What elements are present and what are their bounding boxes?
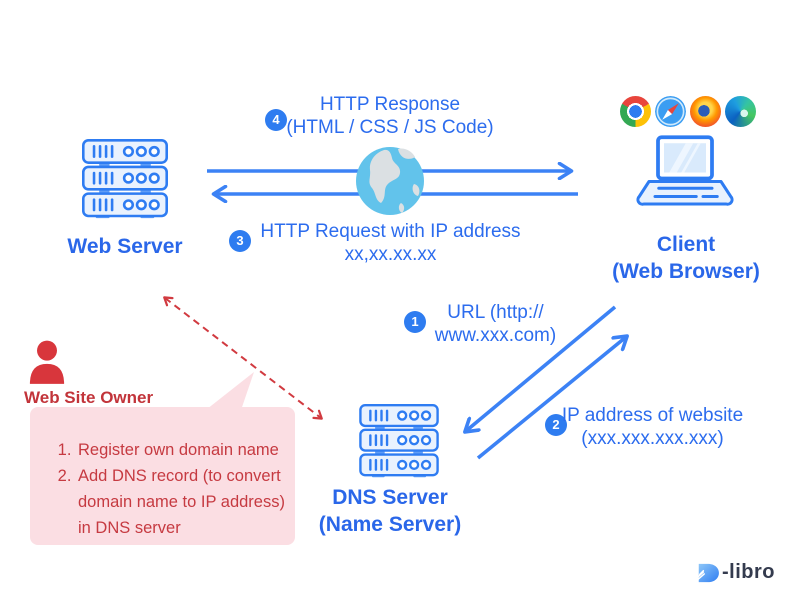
- flow-label-http-request: HTTP Request with IP address xx,xx.xx.xx: [258, 220, 523, 266]
- client-label-line2: (Web Browser): [612, 260, 760, 283]
- ip-address-arrow: [476, 337, 626, 460]
- owner-dns-dashed-arrow: [163, 296, 323, 420]
- server-stack-icon: [82, 139, 168, 219]
- firefox-icon: [690, 96, 721, 127]
- client-label-line1: Client: [656, 233, 716, 256]
- web-server-node: [82, 139, 168, 219]
- flow-label-url-line2: www.xxx.com): [434, 325, 557, 346]
- person-icon: [29, 340, 65, 384]
- flow-label-ip-address-line1: IP address of website: [561, 405, 744, 426]
- flow-label-ip-address: IP address of website (xxx.xxx.xxx.xxx): [560, 404, 745, 450]
- flow-badge-4: 4: [265, 109, 287, 131]
- flow-label-ip-address-line2: (xxx.xxx.xxx.xxx): [581, 428, 724, 449]
- flow-label-http-request-line2: xx,xx.xx.xx: [344, 244, 437, 265]
- flow-label-http-response-line1: HTTP Response: [319, 94, 461, 115]
- flow-label-http-response: HTTP Response (HTML / CSS / JS Code): [280, 93, 500, 139]
- dns-server-label: DNS Server (Name Server): [300, 484, 480, 538]
- globe-icon: [356, 147, 424, 215]
- owner-note-item: Register own domain name: [76, 437, 287, 463]
- client-node: [636, 135, 734, 207]
- site-owner-label: Web Site Owner: [24, 388, 154, 407]
- edge-icon: [725, 96, 756, 127]
- flow-label-url: URL (http:// www.xxx.com): [428, 301, 563, 347]
- browser-icons-row: [620, 96, 756, 127]
- d-libro-logo-text: -libro: [722, 561, 775, 583]
- owner-note-bubble: Register own domain name Add DNS record …: [30, 407, 295, 545]
- safari-icon: [655, 96, 686, 127]
- chrome-icon: [620, 96, 651, 127]
- flow-badge-2: 2: [545, 414, 567, 436]
- flow-label-http-response-line2: (HTML / CSS / JS Code): [286, 117, 494, 138]
- d-libro-logo-icon: [696, 563, 719, 582]
- flow-label-http-request-line1: HTTP Request with IP address: [260, 221, 521, 242]
- laptop-icon: [636, 135, 734, 206]
- dns-server-label-line2: (Name Server): [318, 513, 462, 536]
- flow-badge-1: 1: [404, 311, 426, 333]
- web-server-label: Web Server: [67, 235, 183, 258]
- flow-label-url-line1: URL (http://: [447, 302, 544, 323]
- owner-note-item: Add DNS record (to convert domain name t…: [76, 463, 287, 541]
- site-owner-node: [28, 340, 66, 384]
- client-label: Client (Web Browser): [596, 231, 776, 285]
- owner-note-list: Register own domain name Add DNS record …: [30, 407, 295, 541]
- dlibro-logo: -libro: [694, 561, 775, 584]
- flow-badge-3: 3: [229, 230, 251, 252]
- dns-server-node: [359, 404, 439, 478]
- url-arrow: [466, 305, 617, 431]
- dns-server-label-line1: DNS Server: [332, 486, 448, 509]
- server-stack-icon: [359, 404, 439, 478]
